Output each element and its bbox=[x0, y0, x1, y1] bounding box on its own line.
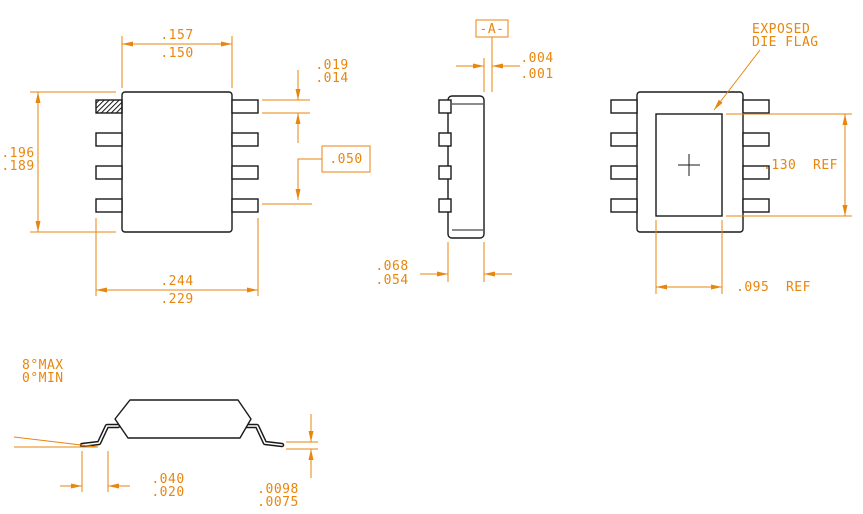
flag-width-value: .095 REF bbox=[736, 280, 811, 295]
callout-line2: DIE FLAG bbox=[752, 35, 819, 50]
thickness-min: .054 bbox=[375, 273, 408, 288]
body-width-max: .157 bbox=[160, 28, 193, 43]
lead-thickness-dimension: .0098 .0075 bbox=[257, 414, 318, 510]
lead-end-3 bbox=[438, 165, 452, 180]
foot-length-max: .040 bbox=[151, 472, 184, 487]
body-length-min: .189 bbox=[1, 159, 34, 174]
flag-length-value: .130 REF bbox=[763, 158, 838, 173]
lead-angle-dimension: 8°MAX 0°MIN bbox=[13, 358, 99, 448]
bottom-view: EXPOSED DIE FLAG .130 REF .095 REF bbox=[610, 22, 852, 295]
lead-end-1 bbox=[438, 99, 452, 114]
pin-left-3 bbox=[95, 165, 123, 180]
lead-span-dimension: .244 .229 bbox=[95, 218, 259, 307]
angle-max-line bbox=[13, 436, 99, 448]
lead-thickness-min: .0075 bbox=[257, 495, 299, 510]
callout-line1: EXPOSED bbox=[752, 22, 810, 37]
lead-angle-min: 0°MIN bbox=[22, 371, 64, 386]
exposed-die-flag-callout: EXPOSED DIE FLAG bbox=[713, 22, 819, 111]
foot-length-dimension: .040 .020 bbox=[60, 451, 184, 500]
pin1-index-marker bbox=[95, 99, 123, 114]
package-body-side-view bbox=[447, 95, 485, 239]
top-view: .157 .150 .019 .014 .050 .196 .189 bbox=[1, 28, 371, 307]
pin-left-1 bbox=[610, 99, 638, 114]
side-profile-view: 8°MAX 0°MIN .040 .020 .0098 .0075 bbox=[13, 358, 318, 510]
lead-width-dimension: .019 .014 bbox=[262, 58, 348, 143]
pin-right-1 bbox=[231, 99, 259, 114]
body-width-dimension: .157 .150 bbox=[121, 28, 233, 88]
lead-width-min: .014 bbox=[315, 71, 348, 86]
pin-right-4 bbox=[231, 198, 259, 213]
lead-width-max: .019 bbox=[315, 58, 348, 73]
lead-pitch-value: .050 bbox=[329, 152, 362, 167]
lead-span-min: .229 bbox=[160, 292, 193, 307]
body-width-min: .150 bbox=[160, 46, 193, 61]
lead-end-2 bbox=[438, 132, 452, 147]
foot-length-min: .020 bbox=[151, 485, 184, 500]
pin-right-2 bbox=[742, 132, 770, 147]
body-length-dimension: .196 .189 bbox=[1, 91, 116, 233]
pin-left-4 bbox=[610, 198, 638, 213]
pin-right-3 bbox=[231, 165, 259, 180]
pin-left-2 bbox=[610, 132, 638, 147]
side-view: -A- .004 .001 .068 .054 bbox=[375, 19, 553, 288]
pin-right-4 bbox=[742, 198, 770, 213]
lead-pitch-dimension: .050 bbox=[262, 145, 371, 205]
standoff-max: .004 bbox=[520, 51, 553, 66]
thickness-dimension: .068 .054 bbox=[375, 242, 512, 288]
package-body-profile-view bbox=[114, 399, 252, 439]
pin-left-2 bbox=[95, 132, 123, 147]
leader-line bbox=[713, 49, 761, 111]
lead-span-max: .244 bbox=[160, 274, 193, 289]
right-gullwing-lead-core bbox=[245, 425, 283, 446]
lead-angle-max: 8°MAX bbox=[22, 358, 64, 373]
datum-a-flag: -A- bbox=[475, 19, 509, 92]
pin-right-2 bbox=[231, 132, 259, 147]
left-gullwing-lead-core bbox=[81, 425, 119, 446]
lead-thickness-max: .0098 bbox=[257, 482, 299, 497]
lead-end-4 bbox=[438, 198, 452, 213]
leader-line bbox=[295, 158, 322, 200]
standoff-min: .001 bbox=[520, 67, 553, 82]
pin-right-1 bbox=[742, 99, 770, 114]
datum-flag-label: -A- bbox=[480, 22, 505, 37]
pin-left-4 bbox=[95, 198, 123, 213]
flag-length-dimension: .130 REF bbox=[726, 113, 852, 217]
standoff-dimension: .004 .001 bbox=[456, 51, 553, 92]
flag-width-dimension: .095 REF bbox=[655, 220, 811, 295]
body-length-max: .196 bbox=[1, 146, 34, 161]
thickness-max: .068 bbox=[375, 259, 408, 274]
pin-left-3 bbox=[610, 165, 638, 180]
package-body-top-view bbox=[121, 91, 233, 233]
pin-right-3 bbox=[742, 165, 770, 180]
